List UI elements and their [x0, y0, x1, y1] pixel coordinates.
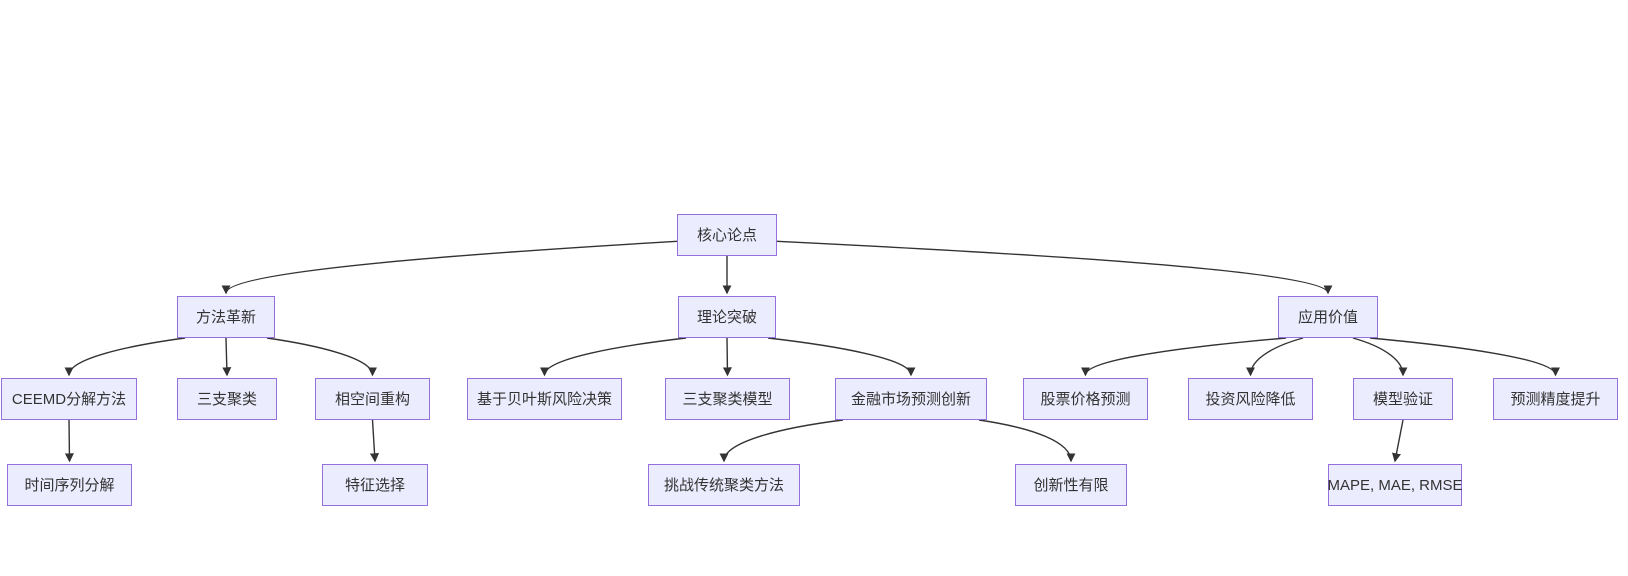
node-feature: 特征选择: [322, 464, 428, 506]
node-method: 方法革新: [177, 296, 275, 338]
edge-method-to-phase: [266, 337, 378, 377]
edge-method-to-threeway: [222, 337, 232, 377]
edge-validation-to-metrics: [1392, 419, 1404, 463]
edge-application-to-accuracy: [1369, 337, 1561, 377]
edge-theory-to-threewaymodel: [722, 337, 732, 377]
edge-core-to-application: [776, 240, 1333, 295]
edge-phase-to-feature: [369, 419, 380, 463]
node-metrics: MAPE, MAE, RMSE: [1327, 464, 1463, 506]
node-application: 应用价值: [1278, 296, 1378, 338]
node-timeseries: 时间序列分解: [7, 464, 132, 506]
node-finance: 金融市场预测创新: [835, 378, 987, 420]
edge-theory-to-bayes: [539, 337, 687, 377]
edge-core-to-method: [221, 240, 678, 295]
edge-theory-to-finance: [767, 337, 916, 377]
node-risk: 投资风险降低: [1188, 378, 1313, 420]
edge-application-to-validation: [1352, 337, 1408, 377]
node-accuracy: 预测精度提升: [1493, 378, 1618, 420]
node-theory: 理论突破: [678, 296, 776, 338]
node-limited: 创新性有限: [1015, 464, 1127, 506]
edge-application-to-risk: [1245, 337, 1304, 377]
node-challenge: 挑战传统聚类方法: [648, 464, 800, 506]
node-threeway: 三支聚类: [177, 378, 277, 420]
edge-application-to-stock: [1081, 337, 1287, 377]
node-bayes: 基于贝叶斯风险决策: [467, 378, 622, 420]
node-validation: 模型验证: [1353, 378, 1453, 420]
node-core: 核心论点: [677, 214, 777, 256]
edge-ceemd-to-timeseries: [64, 419, 74, 463]
edge-finance-to-challenge: [719, 419, 844, 463]
edge-finance-to-limited: [978, 419, 1076, 463]
edge-method-to-ceemd: [64, 337, 186, 377]
node-stock: 股票价格预测: [1023, 378, 1148, 420]
node-phase: 相空间重构: [315, 378, 430, 420]
node-ceemd: CEEMD分解方法: [1, 378, 137, 420]
node-threewaymodel: 三支聚类模型: [665, 378, 790, 420]
